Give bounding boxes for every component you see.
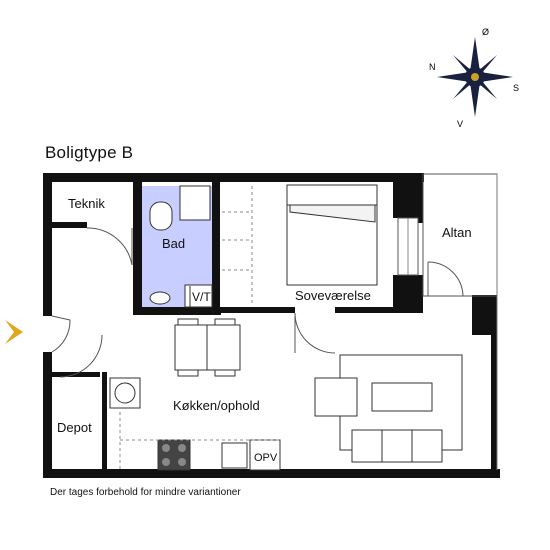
room-label-kokken: Køkken/ophold bbox=[173, 398, 260, 413]
compass-s-label: S bbox=[513, 83, 519, 93]
room-label-teknik: Teknik bbox=[68, 196, 105, 211]
compass-v-label: V bbox=[457, 119, 463, 129]
room-label-opv: OPV bbox=[254, 452, 278, 464]
room-label-altan: Altan bbox=[442, 225, 472, 240]
plan-title: Boligtype B bbox=[45, 143, 134, 162]
room-label-depot: Depot bbox=[57, 420, 92, 435]
room-label-vt: V/T bbox=[192, 290, 211, 304]
entry-arrow-icon bbox=[5, 320, 23, 344]
compass-o-label: Ø bbox=[482, 27, 489, 37]
compass-rose-icon: Ø N S V bbox=[429, 27, 519, 129]
room-label-sovevaerelse: Soveværelse bbox=[295, 288, 371, 303]
room-label-bad: Bad bbox=[162, 236, 186, 251]
disclaimer-text: Der tages forbehold for mindre variantio… bbox=[50, 487, 241, 498]
compass-n-label: N bbox=[429, 62, 436, 72]
